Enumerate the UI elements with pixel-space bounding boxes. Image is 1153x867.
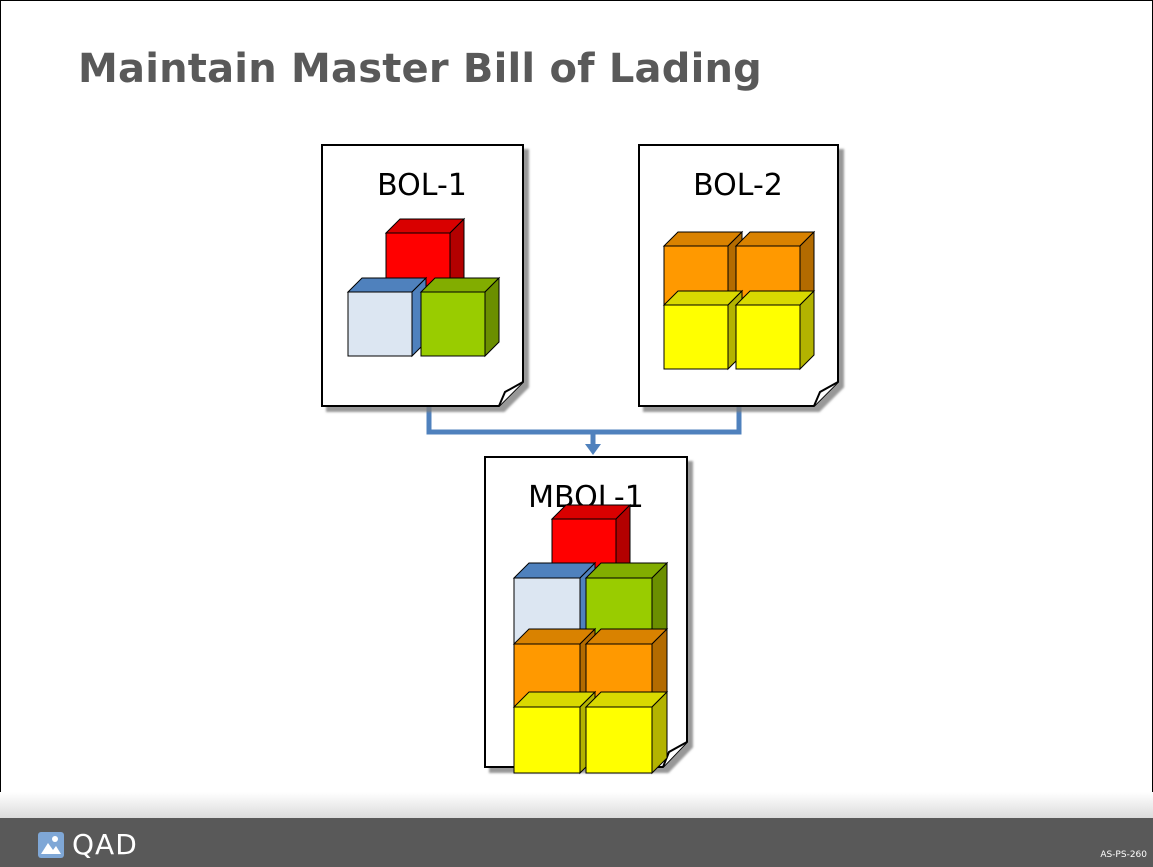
document-label-bol-1: BOL-1	[377, 168, 467, 203]
boxes-bol-1	[346, 217, 501, 358]
footer-fade	[0, 792, 1153, 818]
document-mbol-1: MBOL-1	[484, 456, 688, 775]
bol-diagram: BOL-1 BOL-2 MBOL-1	[321, 144, 839, 775]
document-bol-1: BOL-1	[321, 144, 524, 407]
yellow-box	[734, 289, 816, 371]
yellow-box	[584, 690, 669, 775]
document-bol-2: BOL-2	[638, 144, 839, 407]
light-blue-box	[346, 276, 428, 358]
document-label-bol-2: BOL-2	[693, 168, 783, 203]
yellow-box	[662, 289, 744, 371]
slide-title: Maintain Master Bill of Lading	[78, 46, 763, 92]
qad-logo: QAD	[38, 828, 138, 861]
boxes-bol-2	[662, 230, 816, 371]
slide-code: AS-PS-260	[1100, 850, 1147, 860]
qad-logo-icon	[38, 831, 64, 858]
footer-bar	[0, 818, 1153, 867]
merge-connector	[426, 405, 742, 455]
yellow-box	[512, 690, 597, 775]
green-box	[584, 561, 669, 646]
green-box	[419, 276, 501, 358]
boxes-mbol-1	[512, 503, 669, 775]
logo-text: QAD	[72, 828, 138, 861]
